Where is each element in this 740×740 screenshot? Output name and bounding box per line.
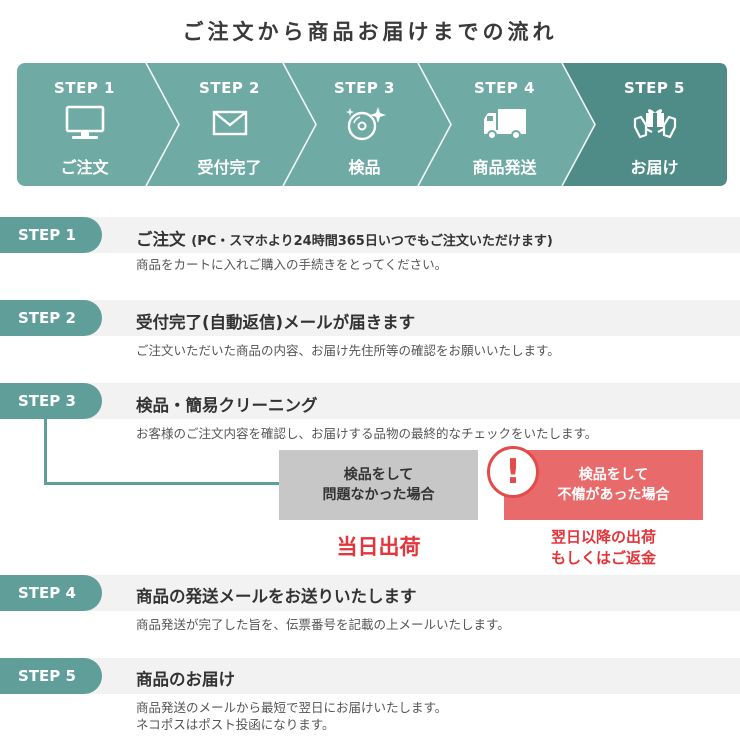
- flow-step-name: 商品発送: [472, 158, 537, 177]
- step-3-tab: STEP 3: [0, 383, 102, 419]
- flow-step-name: ご注文: [60, 158, 109, 177]
- inspection-ok-box: 検品をして問題なかった場合: [279, 450, 478, 520]
- ok-result: 当日出荷: [336, 535, 421, 559]
- step-4-header: [0, 575, 740, 611]
- step-5-desc: 商品発送のメールから最短で翌日にお届けいたします。 ネコポスはポスト投函になりま…: [136, 699, 447, 733]
- step-1-title: ご注文 (PC・スマホより24時間365日いつでもご注文いただけます): [136, 226, 553, 250]
- disc-sparkle-icon: [345, 107, 386, 141]
- step-1-title-sub: (PC・スマホより24時間365日いつでもご注文いただけます): [191, 234, 553, 249]
- page-title: ご注文から商品お届けまでの流れ: [182, 20, 558, 44]
- step-1-desc: 商品をカートに入れご購入の手続きをとってください。: [136, 257, 448, 272]
- ng-line-1: 検品をして: [578, 467, 649, 483]
- step-2-tab: STEP 2: [0, 300, 102, 336]
- step-3-desc: お客様のご注文内容を確認し、お届けする品物の最終的なチェックをいたします。: [136, 426, 598, 441]
- step-2-title: 受付完了(自動返信)メールが届きます: [136, 313, 416, 332]
- step-3-title: 検品・簡易クリーニング: [136, 396, 318, 415]
- branch-connector-vertical: [44, 419, 47, 485]
- step-5-tab: STEP 5: [0, 658, 102, 694]
- branch-connector-horizontal: [44, 482, 280, 485]
- computer-icon: [65, 105, 104, 139]
- flow-step-5: STEP 5 お届け: [587, 63, 722, 186]
- flow-step-3: STEP 3 検品: [297, 63, 432, 186]
- step-5-desc-line-2: ネコポスはポスト投函になります。: [136, 717, 335, 732]
- step-4-title: 商品の発送メールをお送りいたします: [136, 587, 417, 606]
- flow-step-name: お届け: [630, 158, 679, 177]
- flow-bar: STEP 1 ご注文 STEP 2 受付完了 STEP 3 検品 STEP 4: [17, 63, 727, 186]
- ok-line-2: 問題なかった場合: [322, 487, 435, 503]
- ng-line-2: 不備があった場合: [557, 487, 670, 503]
- step-1-tab: STEP 1: [0, 217, 102, 253]
- step-5-desc-line-1: 商品発送のメールから最短で翌日にお届けいたします。: [136, 700, 448, 715]
- step-4-desc: 商品発送が完了した旨を、伝票番号を記載の上メールいたします。: [136, 617, 510, 632]
- ng-result-line-1: 翌日以降の出荷: [550, 528, 656, 546]
- flow-step-2: STEP 2 受付完了: [162, 63, 297, 186]
- flow-step-name: 受付完了: [197, 158, 262, 177]
- step-5-title: 商品のお届け: [136, 670, 235, 689]
- flow-step-label: STEP 2: [199, 79, 260, 97]
- flow-background: [17, 63, 727, 186]
- flow-step-name: 検品: [348, 158, 381, 177]
- warning-icon: !: [487, 446, 539, 498]
- mail-icon: [212, 110, 247, 136]
- gift-hands-icon: [633, 109, 676, 139]
- flow-step-label: STEP 5: [624, 79, 685, 97]
- flow-step-4: STEP 4 商品発送: [437, 63, 572, 186]
- flow-step-1: STEP 1 ご注文: [17, 63, 152, 186]
- step-3-header: [0, 383, 740, 419]
- ng-result-line-2: もしくはご返金: [550, 549, 656, 567]
- step-2-desc: ご注文いただいた商品の内容、お届け先住所等の確認をお願いいたします。: [136, 343, 560, 358]
- step-1-title-main: ご注文: [136, 230, 186, 249]
- ok-line-1: 検品をして: [343, 467, 414, 483]
- flow-step-label: STEP 1: [54, 79, 115, 97]
- ng-result: 翌日以降の出荷 もしくはご返金: [504, 527, 703, 569]
- step-4-tab: STEP 4: [0, 575, 102, 611]
- step-5-header: [0, 658, 740, 694]
- flow-step-label: STEP 3: [334, 79, 395, 97]
- truck-icon: [483, 109, 526, 140]
- step-2-header: [0, 300, 740, 336]
- step-1-header: [0, 217, 740, 253]
- flow-step-label: STEP 4: [474, 79, 535, 97]
